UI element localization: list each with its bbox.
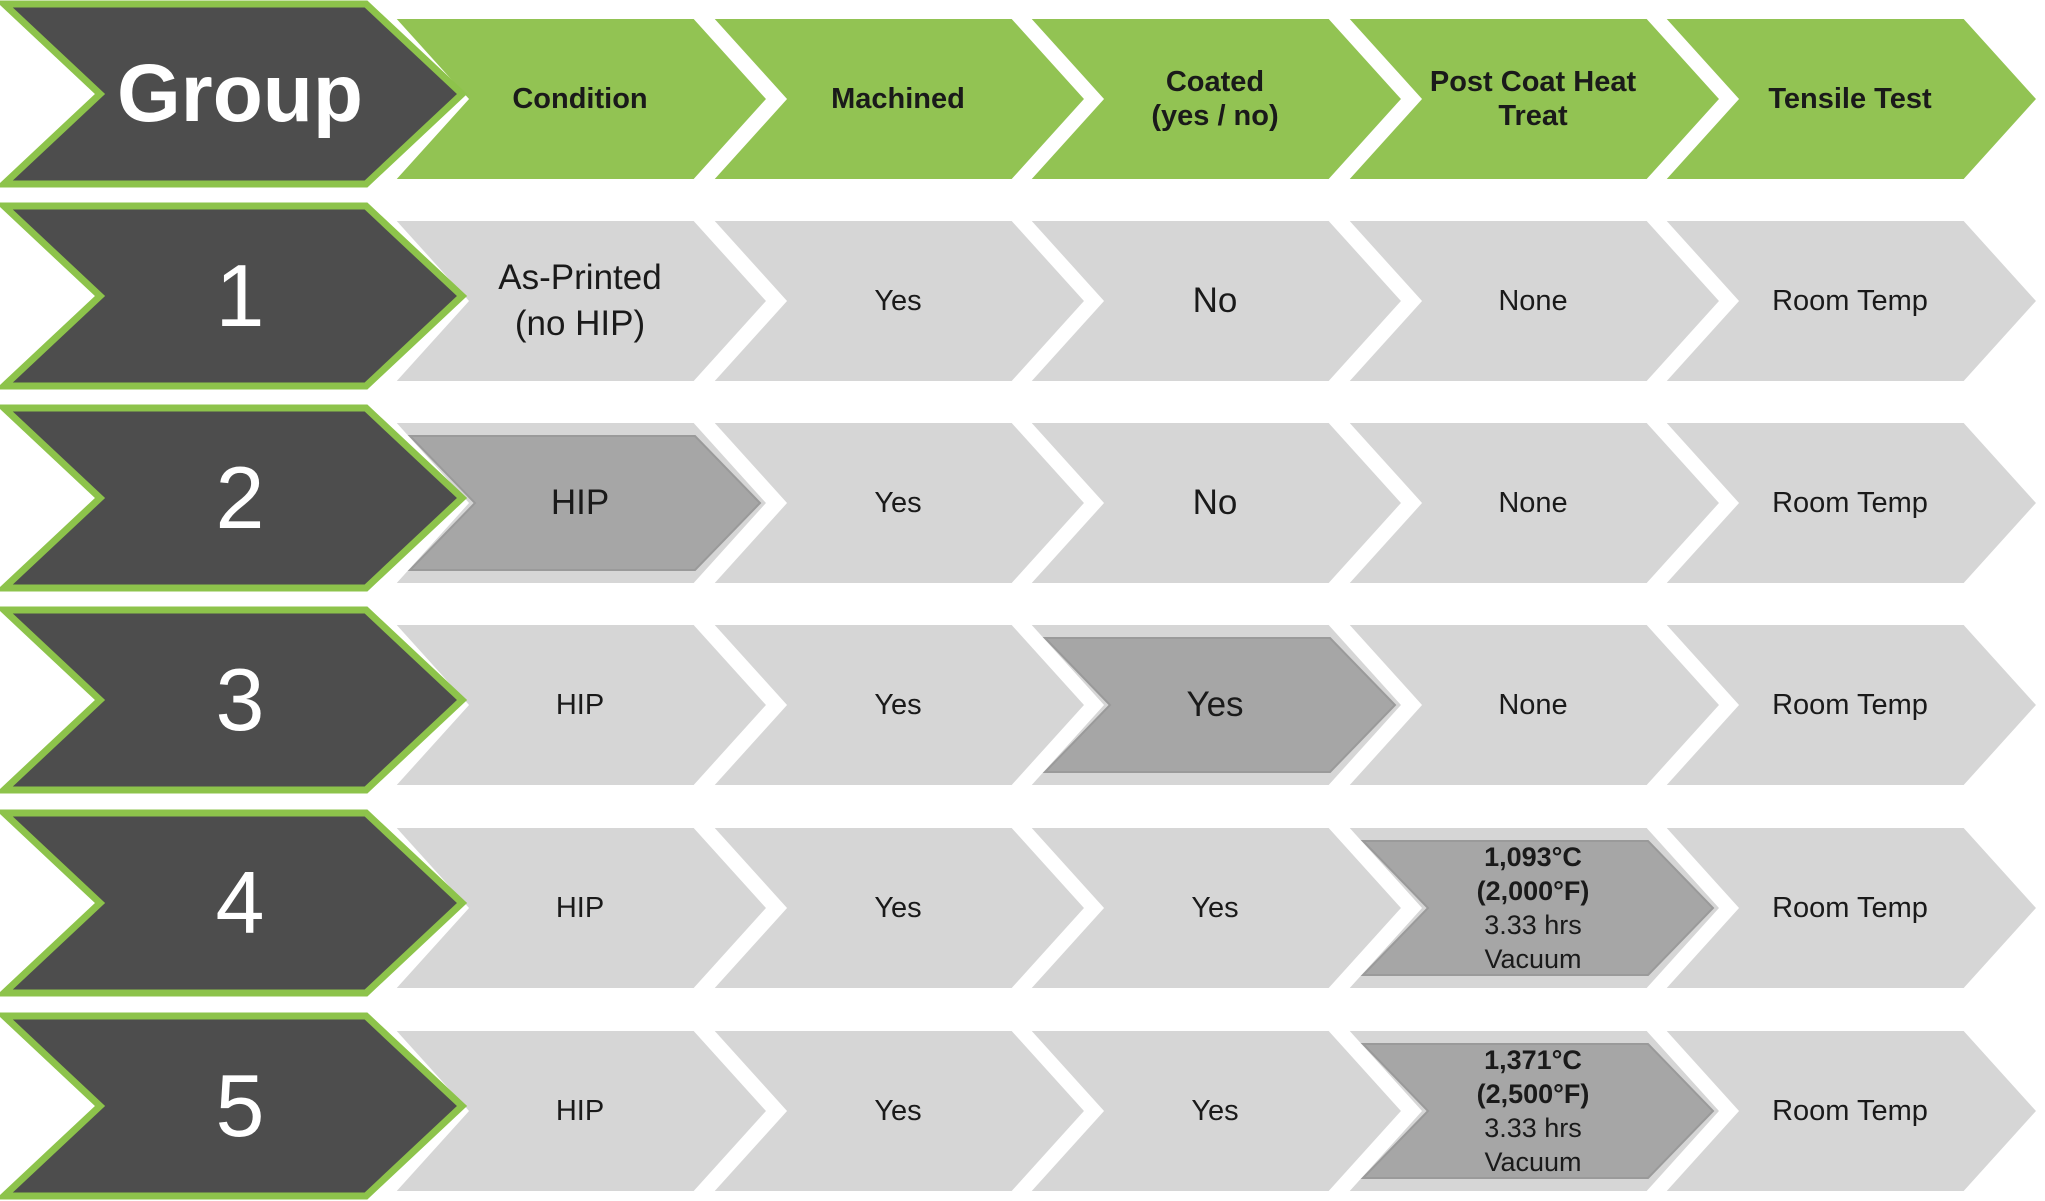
cell-chevron-1-4 — [1336, 215, 1728, 387]
header-label-2: Machined — [831, 83, 965, 115]
cell-line-4-4-1: 1,093°C — [1484, 842, 1582, 872]
cell-chevron-5-1 — [383, 1025, 775, 1197]
header-chevron-3 — [1018, 13, 1410, 185]
group-header-label: Group — [117, 48, 363, 139]
cell-chevron-4-2 — [701, 822, 1093, 994]
cell-chevron-5-5 — [1653, 1025, 2045, 1197]
cell-chevron-1-2 — [701, 215, 1093, 387]
cell-label-3-4: None — [1498, 689, 1568, 721]
group-chevron-1 — [0, 202, 468, 390]
cell-label-1-3: No — [1192, 281, 1238, 320]
header-label-5: Tensile Test — [1768, 83, 1932, 115]
header-label-1: Condition — [512, 83, 648, 115]
cell-line-5-4-4: Vacuum — [1484, 1147, 1582, 1177]
cell-label-4-5: Room Temp — [1772, 892, 1928, 924]
cell-label-5-5: Room Temp — [1772, 1095, 1928, 1127]
cell-label-1-1: As-Printed (no HIP) — [498, 258, 662, 343]
cell-label-1-4: None — [1498, 285, 1568, 317]
cell-chevron-3-4 — [1336, 619, 1728, 791]
cell-chevron-2-3 — [1018, 417, 1410, 589]
header-chevron-4 — [1336, 13, 1728, 185]
cell-chevron-2-4 — [1336, 417, 1728, 589]
cell-chevron-2-5 — [1653, 417, 2045, 589]
highlight-chevron-5-4 — [1360, 1043, 1715, 1179]
cell-label-5-3: Yes — [1191, 1095, 1239, 1127]
cell-line-5-4-2: (2,500°F) — [1476, 1079, 1590, 1109]
cell-label-2-1: HIP — [550, 483, 610, 522]
cell-chevron-4-5 — [1653, 822, 2045, 994]
cell-label-4-2: Yes — [874, 892, 922, 924]
cell-line-4-4-3: 3.33 hrs — [1484, 910, 1582, 940]
cell-label-3-5: Room Temp — [1772, 689, 1928, 721]
cell-label-4-1: HIP — [555, 892, 605, 924]
group-chevron-5 — [0, 1012, 468, 1200]
header-label-3: Coated (yes / no) — [1151, 66, 1279, 132]
cell-label-1-5: Room Temp — [1772, 285, 1928, 317]
group-chevron-3 — [0, 606, 468, 794]
header-chevron-5 — [1653, 13, 2045, 185]
cell-label-3-1: HIP — [555, 689, 605, 721]
header-chevron-1 — [383, 13, 775, 185]
group-chevron-4 — [0, 809, 468, 997]
header-chevron-2 — [701, 13, 1093, 185]
cell-label-5-1: HIP — [555, 1095, 605, 1127]
cell-chevron-2-2 — [701, 417, 1093, 589]
header-label-4: Post Coat Heat Treat — [1429, 66, 1637, 132]
cell-label-3-2: Yes — [874, 689, 922, 721]
cell-chevron-3-2 — [701, 619, 1093, 791]
group-number: 2 — [215, 448, 265, 547]
cell-chevron-5-2 — [701, 1025, 1093, 1197]
group-number: 5 — [215, 1056, 265, 1155]
cell-chevron-4-3 — [1018, 822, 1410, 994]
group-number: 3 — [215, 650, 265, 749]
group-chevron-2 — [0, 404, 468, 592]
group-number: 4 — [215, 853, 265, 952]
cell-chevron-3-5 — [1653, 619, 2045, 791]
cell-label-1-2: Yes — [874, 285, 922, 317]
group-number: 1 — [215, 246, 265, 345]
cell-chevron-1-5 — [1653, 215, 2045, 387]
cell-line-5-4-1: 1,371°C — [1484, 1045, 1582, 1075]
highlight-chevron-4-4 — [1360, 840, 1715, 976]
cell-line-4-4-4: Vacuum — [1484, 944, 1582, 974]
highlight-chevron-2-1 — [407, 435, 762, 571]
highlight-chevron-3-3 — [1042, 637, 1397, 773]
cell-chevron-4-1 — [383, 822, 775, 994]
cell-chevron-1-1 — [383, 215, 775, 387]
cell-chevron-5-3 — [1018, 1025, 1410, 1197]
cell-label-2-3: No — [1192, 483, 1238, 522]
cell-label-5-2: Yes — [874, 1095, 922, 1127]
cell-label-2-4: None — [1498, 487, 1568, 519]
cell-label-2-2: Yes — [874, 487, 922, 519]
cell-line-5-4-3: 3.33 hrs — [1484, 1113, 1582, 1143]
cell-chevron-3-1 — [383, 619, 775, 791]
cell-chevron-1-3 — [1018, 215, 1410, 387]
group-header-chevron — [0, 0, 468, 188]
cell-label-3-3: Yes — [1186, 685, 1244, 724]
cell-label-4-3: Yes — [1191, 892, 1239, 924]
cell-label-2-5: Room Temp — [1772, 487, 1928, 519]
cell-line-4-4-2: (2,000°F) — [1476, 876, 1590, 906]
